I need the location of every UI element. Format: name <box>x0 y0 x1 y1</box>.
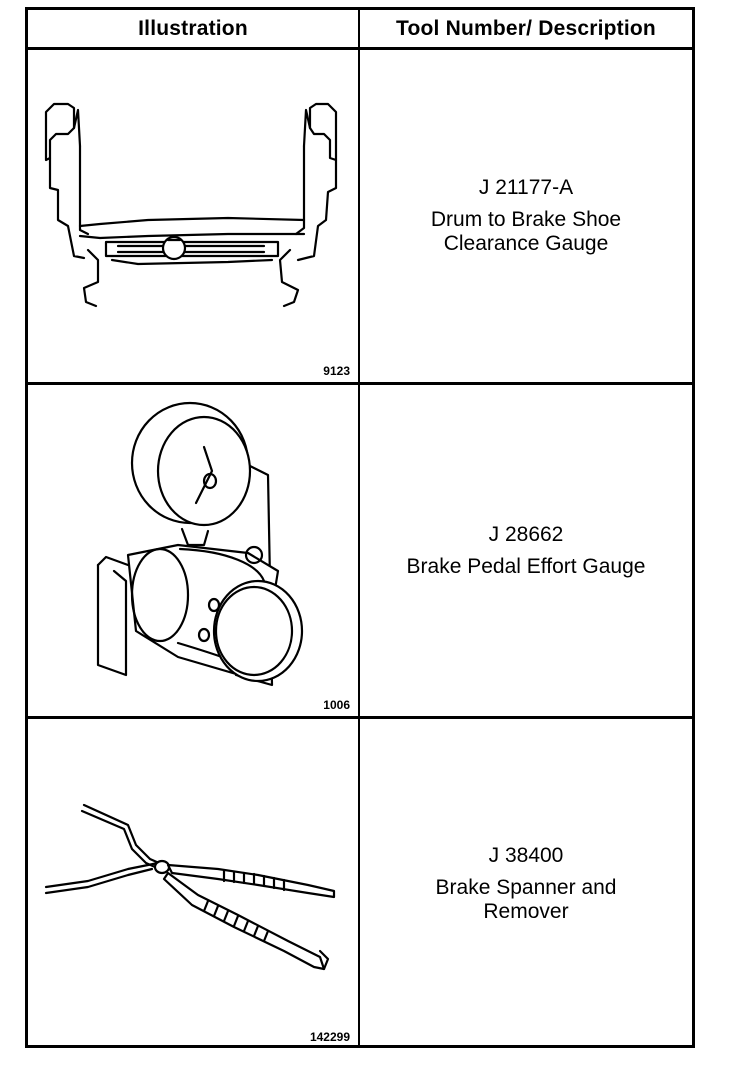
table-row-illustration: 142299 <box>28 719 358 1048</box>
table-row-illustration: 1006 <box>28 385 358 716</box>
tool-description: Brake Pedal Effort Gauge <box>406 554 646 578</box>
tool-number: J 38400 <box>488 843 564 867</box>
figure-number: 142299 <box>309 1030 350 1044</box>
figure-number: 9123 <box>323 364 350 378</box>
header-divider <box>28 47 692 50</box>
clearance-gauge-icon <box>44 102 338 308</box>
tools-table: Illustration Tool Number/ Description <box>25 7 695 1048</box>
row-divider <box>28 382 692 385</box>
figure-number: 1006 <box>323 698 350 712</box>
tool-number: J 28662 <box>488 522 564 546</box>
tool-description: Drum to Brake Shoe Clearance Gauge <box>430 208 622 255</box>
table-row-description: J 21177-A Drum to Brake Shoe Clearance G… <box>360 50 692 382</box>
tool-description: Brake Spanner and Remover <box>435 875 617 923</box>
pedal-effort-gauge-icon <box>96 401 304 687</box>
table-row-description: J 28662 Brake Pedal Effort Gauge <box>360 385 692 716</box>
header-tool-description: Tool Number/ Description <box>396 16 656 40</box>
table-row-description: J 38400 Brake Spanner and Remover <box>360 719 692 1048</box>
table-row-illustration: 9123 <box>28 50 358 382</box>
row-divider <box>28 716 692 719</box>
tool-number: J 21177-A <box>478 176 574 199</box>
spanner-pliers-icon <box>44 803 336 971</box>
header-illustration: Illustration <box>138 16 248 40</box>
column-divider <box>358 10 360 1045</box>
